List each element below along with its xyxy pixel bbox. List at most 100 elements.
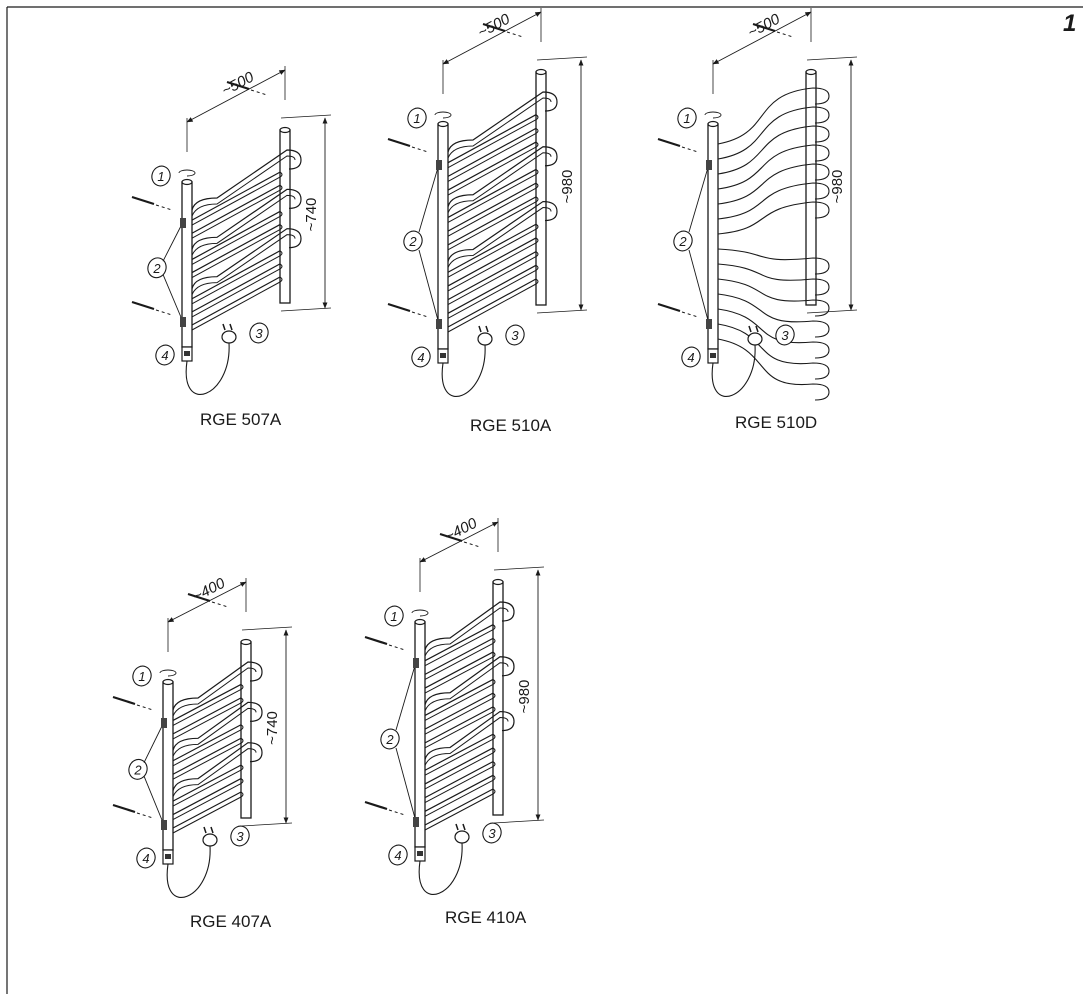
callout-bubble-1 — [407, 107, 427, 129]
callout-number: 4 — [161, 348, 168, 363]
callout-bubble-2 — [128, 758, 148, 780]
wall-screw — [112, 695, 136, 706]
curved-bar — [717, 293, 830, 338]
wall-screw — [752, 22, 776, 33]
height-dimension-label: ~740 — [264, 711, 281, 745]
right-pipe — [535, 71, 547, 306]
callout-number: 2 — [678, 234, 687, 249]
radiator-bar — [191, 276, 281, 326]
power-cable — [166, 845, 211, 898]
wall-bracket — [161, 718, 167, 728]
radiator-bar — [172, 683, 242, 721]
wall-screw — [187, 592, 211, 603]
callout-bubble-2 — [380, 728, 400, 750]
towel-loop-bar — [191, 149, 302, 211]
wall-screw — [657, 302, 681, 313]
radiator-bar — [424, 692, 494, 730]
wall-screw — [364, 800, 388, 811]
callout-bubble-4 — [388, 844, 408, 866]
towel-loop-bar — [424, 710, 515, 760]
callout-bubble-3 — [249, 322, 269, 344]
callout-number: 1 — [413, 111, 420, 126]
left-heating-pipe — [414, 621, 426, 848]
callout-bubble-3 — [775, 324, 795, 346]
radiator-bar — [447, 114, 537, 164]
radiator-bar — [191, 171, 281, 221]
callout-bubble-2 — [403, 230, 423, 252]
power-cable — [441, 344, 486, 397]
callout-number: 3 — [781, 328, 789, 343]
towel-loop-bar — [424, 601, 515, 651]
curved-bar — [717, 338, 830, 401]
wall-screw — [387, 137, 411, 148]
left-heating-pipe — [707, 123, 719, 350]
radiator-bar — [447, 168, 537, 218]
model-label-rge-507a: RGE 507A — [200, 410, 282, 429]
radiator-bar — [424, 706, 494, 744]
rotation-arrow — [434, 111, 452, 119]
callout-number: 4 — [394, 848, 401, 863]
right-pipe — [492, 581, 504, 816]
power-plug-icon — [221, 330, 237, 344]
power-cable — [185, 342, 230, 395]
radiator-bar — [172, 697, 242, 735]
wall-bracket — [436, 160, 442, 170]
radiator-bar — [424, 624, 494, 662]
callout-number: 3 — [255, 326, 263, 341]
radiator-bar — [447, 127, 537, 177]
radiator-bar — [424, 774, 494, 812]
curved-bar — [717, 182, 830, 220]
height-dimension-label: ~740 — [303, 198, 320, 232]
model-label-rge-510d: RGE 510D — [735, 413, 818, 432]
radiator-bar — [172, 724, 242, 762]
wall-bracket — [161, 820, 167, 830]
callout-bubble-4 — [411, 346, 431, 368]
wall-bracket — [180, 317, 186, 327]
radiator-bar — [424, 761, 494, 799]
callout-bubble-3 — [505, 324, 525, 346]
page-number: 1 — [1063, 10, 1077, 37]
power-plug-icon — [202, 833, 218, 847]
callout-number: 2 — [408, 234, 417, 249]
towel-loop-bar — [447, 91, 558, 153]
wall-screw — [364, 635, 388, 646]
model-label-rge-510a: RGE 510A — [470, 416, 552, 435]
towel-loop-bar — [447, 146, 558, 207]
width-dimension-line — [167, 581, 247, 623]
curved-bar — [717, 248, 830, 275]
radiator-bar — [447, 251, 537, 301]
callout-bubble-4 — [136, 847, 156, 869]
callout-number: 1 — [138, 669, 145, 684]
callout-bubble-1 — [151, 165, 171, 187]
rotation-arrow — [159, 669, 177, 677]
callout-number: 2 — [385, 732, 394, 747]
wall-screw — [387, 302, 411, 313]
callout-bubble-3 — [230, 825, 250, 847]
radiator-bar — [447, 182, 537, 232]
towel-loop-bar — [172, 701, 263, 751]
radiator-bar — [447, 196, 537, 246]
callout-bubble-1 — [677, 107, 697, 129]
callout-bubble-1 — [384, 605, 404, 627]
towel-loop-bar — [424, 656, 515, 705]
wall-screw — [131, 195, 155, 206]
callout-number: 4 — [687, 350, 694, 365]
radiator-bar — [191, 224, 281, 274]
wall-bracket — [706, 319, 712, 329]
callout-number: 3 — [236, 829, 244, 844]
curved-bar — [717, 144, 830, 190]
radiator-bar — [424, 788, 494, 826]
towel-loop-bar — [447, 200, 558, 262]
left-heating-pipe — [437, 123, 449, 350]
width-dimension-line — [419, 521, 499, 563]
radiator-bar — [447, 264, 537, 314]
power-cable — [418, 842, 463, 895]
callout-number: 1 — [683, 111, 690, 126]
width-dimension-line — [442, 11, 542, 65]
radiator-bar — [424, 747, 494, 785]
callout-number: 3 — [511, 328, 519, 343]
radiator-bar — [447, 237, 537, 287]
